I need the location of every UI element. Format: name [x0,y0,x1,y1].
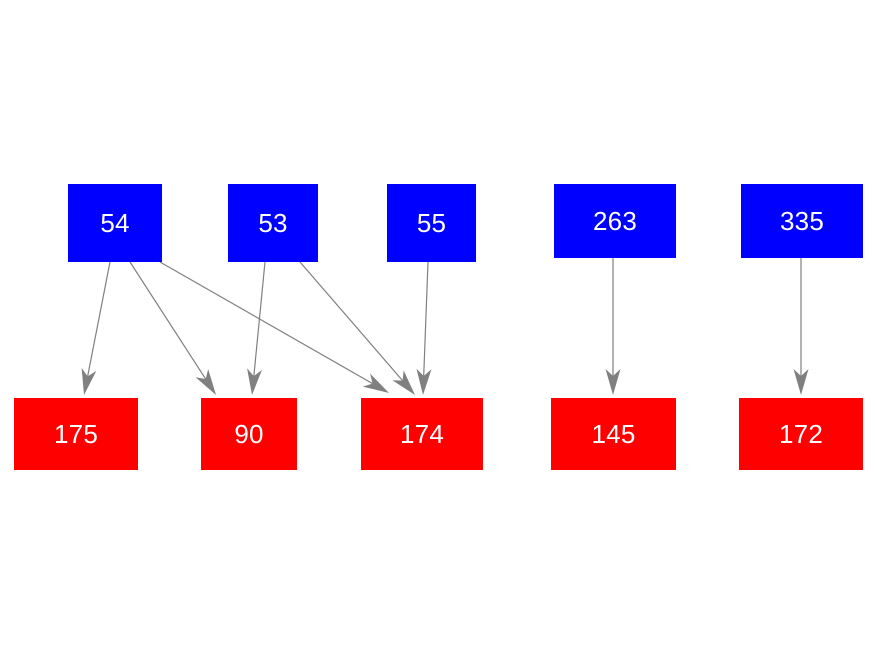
arrowhead-icon [195,369,216,395]
node-label: 174 [400,419,444,449]
node-53[interactable]: 53 [228,184,318,262]
edge-n335-to-n172 [793,258,809,395]
arrowhead-icon [793,369,809,395]
arrowhead-icon [416,368,432,395]
node-label: 172 [779,419,823,449]
node-label: 53 [258,208,288,238]
edge-line [159,261,373,385]
edge-n53-to-n174 [299,261,415,395]
node-54[interactable]: 54 [68,184,162,262]
node-55[interactable]: 55 [387,184,476,262]
edge-line [299,261,404,382]
edge-line [129,261,207,380]
edge-n54-to-n174 [159,261,389,393]
node-174[interactable]: 174 [361,398,483,470]
arrowhead-icon [247,368,262,395]
edge-line [423,261,429,377]
node-label: 335 [780,206,824,236]
edge-line [253,261,266,377]
node-label: 263 [593,206,637,236]
node-335[interactable]: 335 [741,184,863,258]
node-90[interactable]: 90 [201,398,297,470]
node-label: 55 [416,208,447,238]
node-175[interactable]: 175 [14,398,138,470]
arrowhead-icon [362,373,389,393]
arrowhead-icon [392,370,415,395]
node-label: 145 [591,419,636,449]
arrowhead-icon [81,368,97,395]
node-label: 175 [54,419,98,449]
edge-n54-to-n90 [129,261,216,395]
edge-n54-to-n175 [81,261,111,395]
edge-n53-to-n90 [247,261,266,395]
node-145[interactable]: 145 [551,398,676,470]
node-172[interactable]: 172 [739,398,863,470]
edge-n55-to-n174 [416,261,432,395]
edge-line [87,261,111,377]
node-263[interactable]: 263 [554,184,676,258]
edge-n263-to-n145 [605,258,621,395]
node-label: 54 [100,208,130,238]
arrowhead-icon [605,369,621,395]
node-label: 90 [234,419,264,449]
